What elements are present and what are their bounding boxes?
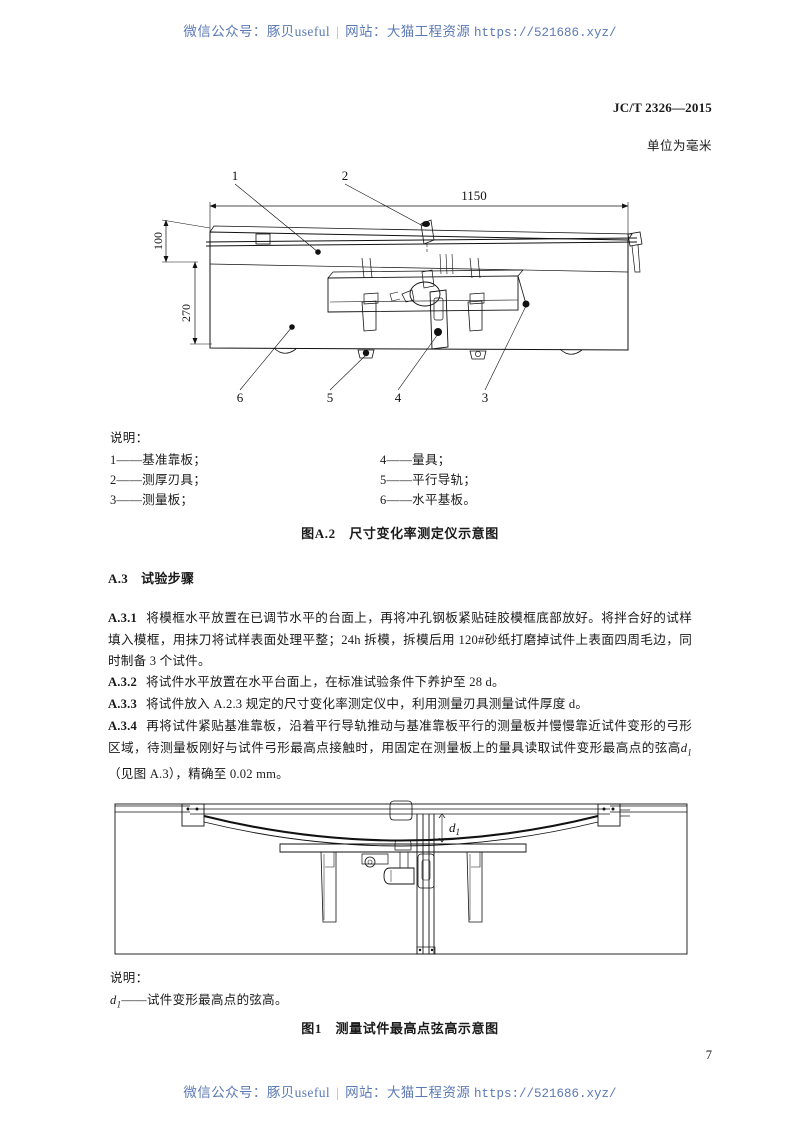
figure-a2-legend: 说明： 1——基准靠板； 4——量具； 2——测厚刃具； 5——平行导轨； 3—… xyxy=(110,428,670,510)
paragraph-number: A.3.3 xyxy=(108,697,137,711)
watermark-site-label: 网站： xyxy=(345,24,387,39)
watermark-separator: | xyxy=(336,24,340,39)
legend-item: 2——测厚刃具； xyxy=(110,473,207,487)
legend-title: 说明： xyxy=(110,431,149,445)
legend-item: d1——试件变形最高点的弦高。 xyxy=(110,990,670,1015)
section-title: 试验步骤 xyxy=(141,571,195,586)
legend-item: 6——水平基板。 xyxy=(380,493,477,507)
paragraph-number: A.3.1 xyxy=(108,611,137,625)
watermark-wechat-label: 微信公众号： xyxy=(183,1085,267,1100)
watermark-site-name: 大猫工程资源 xyxy=(386,1085,471,1100)
paragraph-text-part1: 再将试件紧贴基准靠板，沿着平行导轨推动与基准靠板平行的测量板并慢慢靠近试件变形的… xyxy=(108,719,692,755)
paragraph-text: 将试件水平放置在水平台面上，在标准试验条件下养护至 28 d。 xyxy=(146,675,505,689)
figure-a2-callout-6: 6 xyxy=(237,390,244,405)
legend-item: 1——基准靠板； xyxy=(110,453,207,467)
figure-a2-dim-length: 1150 xyxy=(461,188,487,203)
paragraph-text: 将试件放入 A.2.3 规定的尺寸变化率测定仪中，利用测量刃具测量试件厚度 d。 xyxy=(146,697,589,711)
section-heading: A.3 试验步骤 xyxy=(108,568,194,587)
watermark-wechat-name: 豚贝useful xyxy=(266,1085,331,1100)
paragraph-a333: A.3.3 将试件放入 A.2.3 规定的尺寸变化率测定仪中，利用测量刃具测量试件… xyxy=(108,694,692,716)
watermark-wechat-name: 豚贝useful xyxy=(266,24,331,39)
figure-a2-caption: 图A.2 尺寸变化率测定仪示意图 xyxy=(301,526,499,541)
legend-title: 说明： xyxy=(110,971,149,985)
figure-a2-dim-total: 270 xyxy=(179,304,193,322)
watermark-url: https://521686.xyz/ xyxy=(474,1087,617,1101)
figure-1-dimension-label: d1 xyxy=(449,820,460,837)
paragraph-symbol-subscript: 1 xyxy=(687,747,692,758)
figure-a2-diagram: 1150 100 270 1 2 3 4 5 6 xyxy=(140,162,670,410)
standard-number: JC/T 2326—2015 xyxy=(613,100,712,115)
paragraph-number: A.3.2 xyxy=(108,675,137,689)
paragraph-symbol: d xyxy=(680,740,688,755)
header-watermark: 微信公众号：豚贝useful | 网站：大猫工程资源 https://521686.… xyxy=(0,20,800,40)
legend-item-text: ——试件变形最高点的弦高。 xyxy=(121,993,288,1007)
watermark-site-name: 大猫工程资源 xyxy=(386,24,471,39)
watermark-site-label: 网站： xyxy=(345,1085,387,1100)
legend-symbol: d xyxy=(110,993,117,1007)
legend-item: 4——量具； xyxy=(380,453,451,467)
paragraph-number: A.3.4 xyxy=(108,719,137,733)
figure-a2-callout-1: 1 xyxy=(232,168,239,183)
figure-a2-callout-5: 5 xyxy=(327,390,334,405)
footer-watermark: 微信公众号：豚贝useful | 网站：大猫工程资源 https://521686.… xyxy=(0,1081,800,1101)
legend-symbol-subscript: 1 xyxy=(116,999,122,1010)
figure-a2-callout-2: 2 xyxy=(342,168,349,183)
figure-1-diagram: d1 xyxy=(112,792,690,958)
watermark-wechat-label: 微信公众号： xyxy=(183,24,267,39)
legend-item: 5——平行导轨； xyxy=(380,473,477,487)
watermark-separator: | xyxy=(336,1085,340,1100)
figure-a2-callout-3: 3 xyxy=(482,390,489,405)
legend-item: 3——测量板； xyxy=(110,493,194,507)
page-number: 7 xyxy=(705,1048,712,1062)
unit-note: 单位为毫米 xyxy=(646,139,712,153)
figure-a2-callout-4: 4 xyxy=(395,390,402,405)
figure-1-caption: 图1 测量试件最高点弦高示意图 xyxy=(301,1021,499,1036)
paragraph-a332: A.3.2 将试件水平放置在水平台面上，在标准试验条件下养护至 28 d。 xyxy=(108,672,692,694)
section-number: A.3 xyxy=(108,571,129,586)
watermark-url: https://521686.xyz/ xyxy=(474,26,617,40)
paragraph-text: 将模框水平放置在已调节水平的台面上，再将冲孔钢板紧贴硅胶模框底部放好。将拌合好的… xyxy=(108,611,692,668)
figure-1-legend: 说明： d1——试件变形最高点的弦高。 xyxy=(110,968,670,1015)
paragraph-text-part2: （见图 A.3），精确至 0.02 mm。 xyxy=(108,766,289,781)
figure-a2-dim-upper: 100 xyxy=(151,232,165,250)
